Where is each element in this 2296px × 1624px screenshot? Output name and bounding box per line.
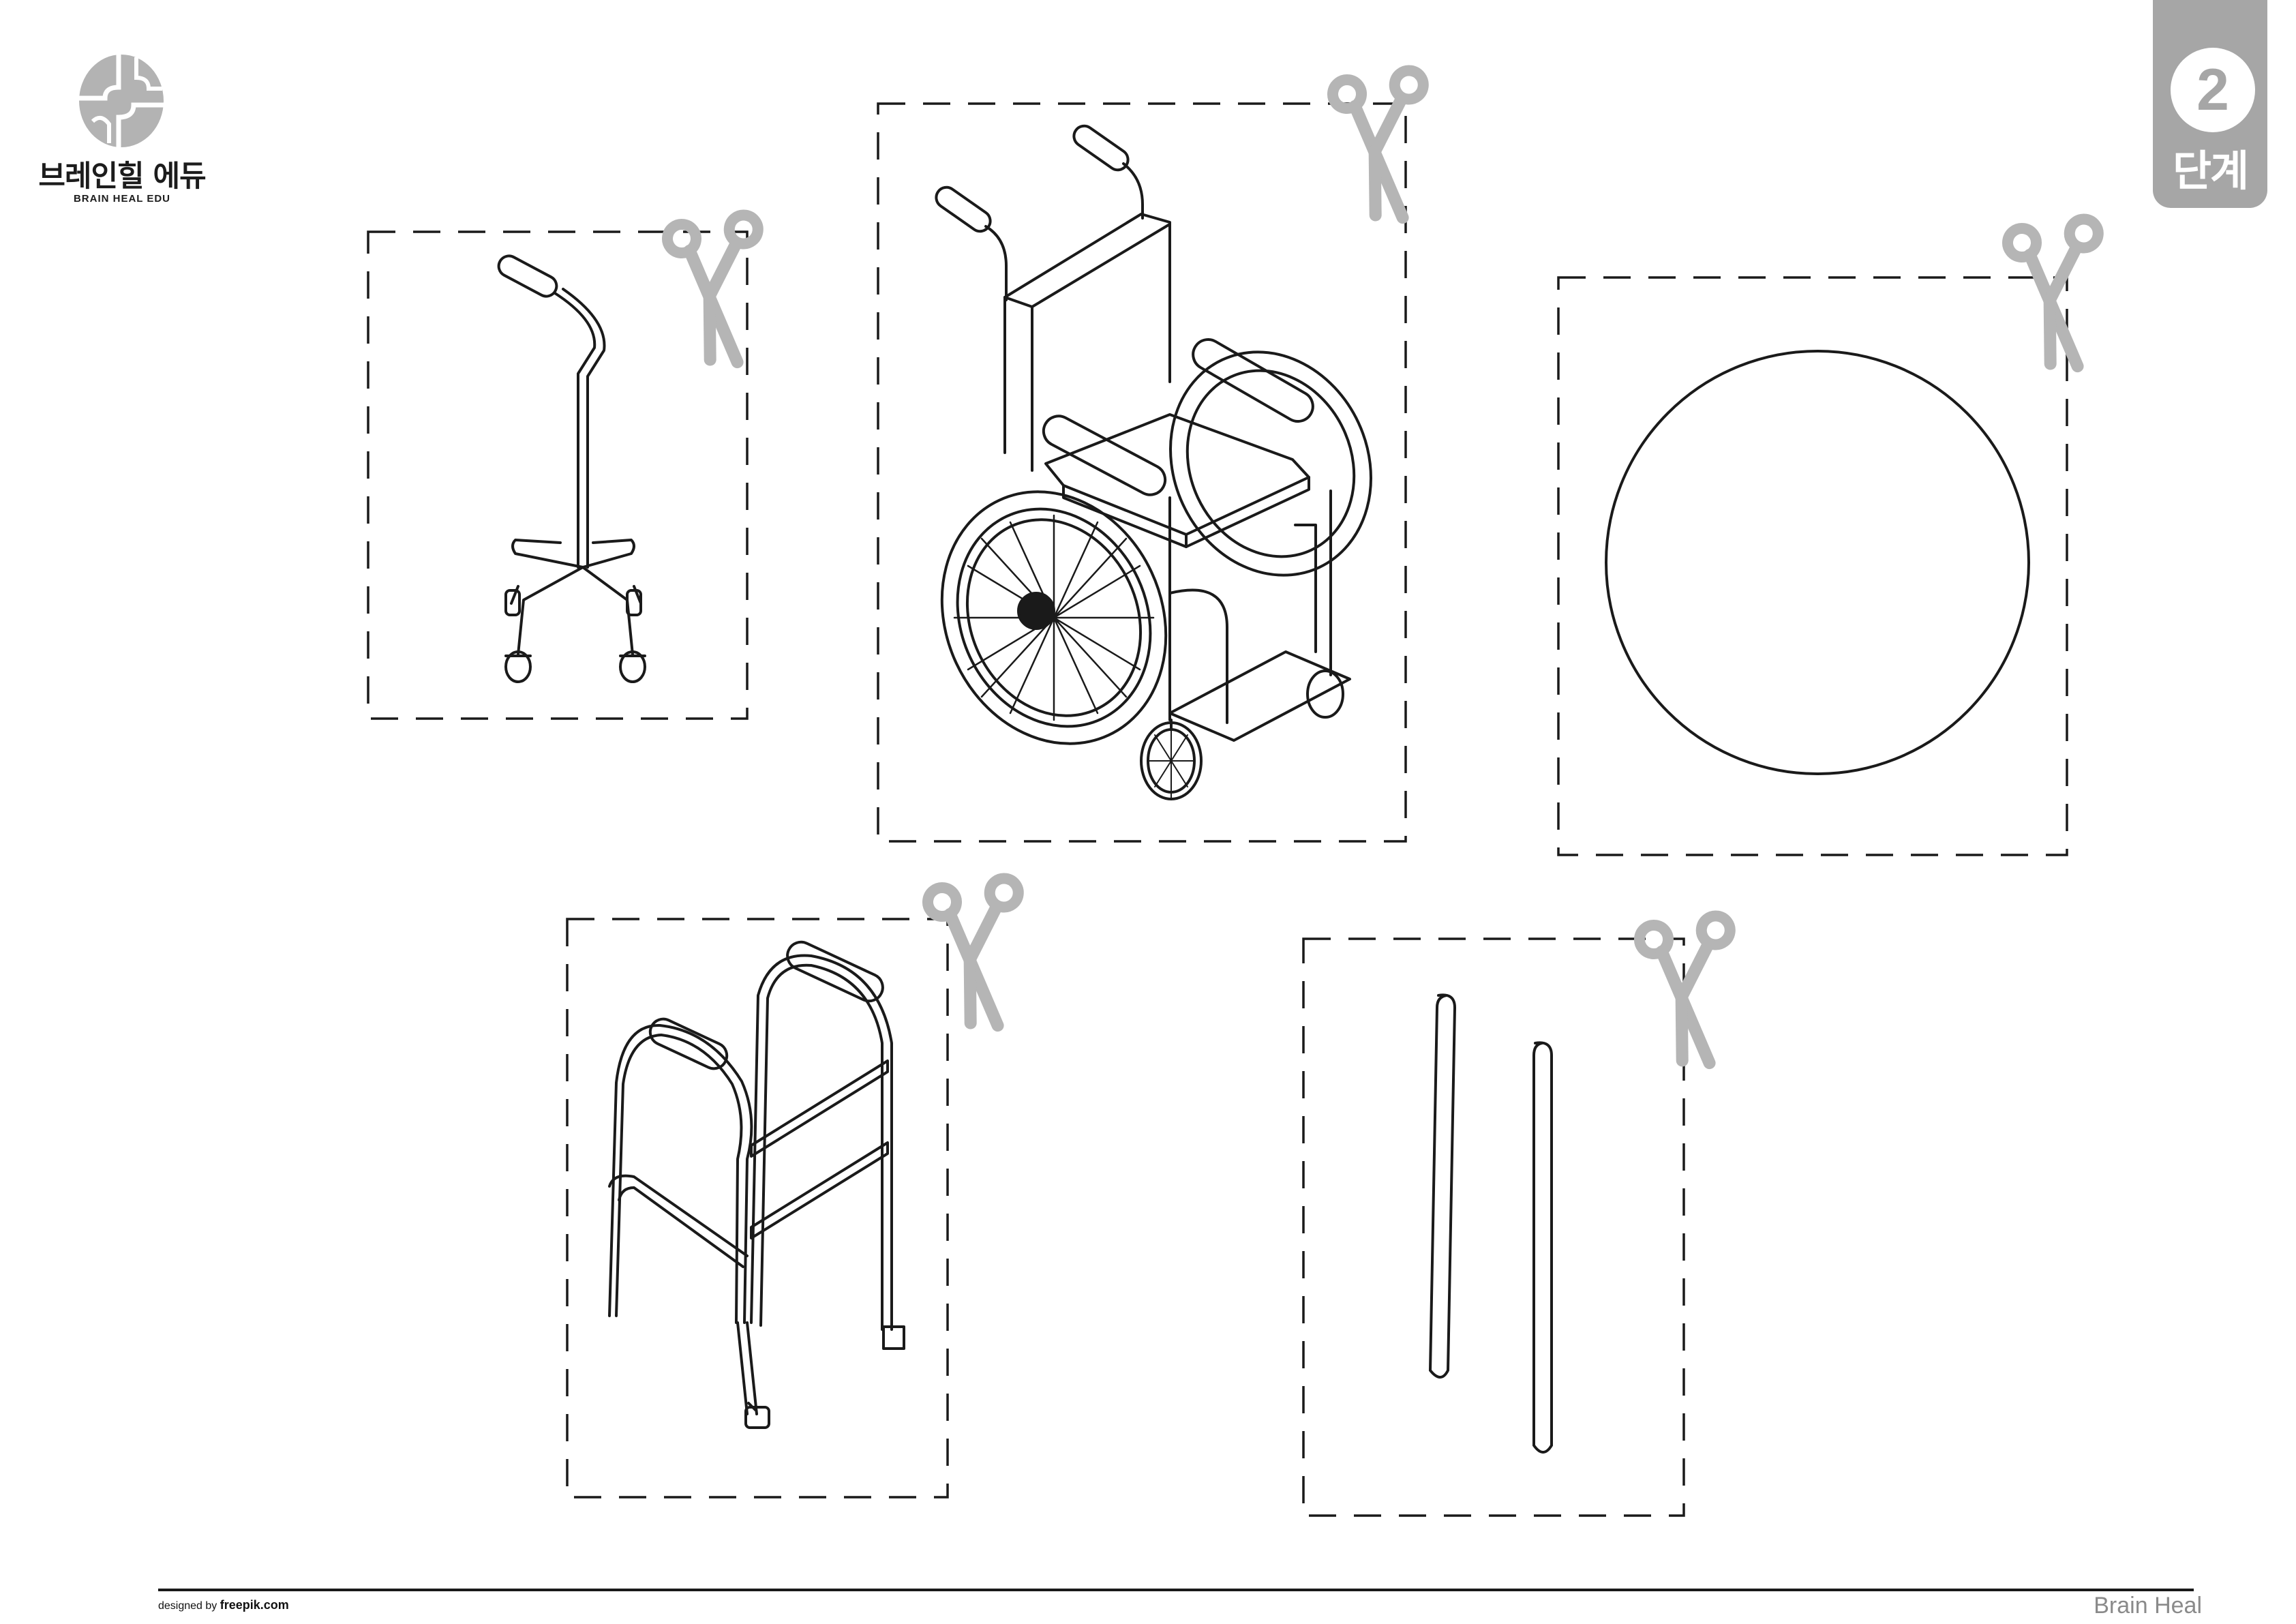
circle-cutout bbox=[1605, 350, 2030, 775]
stage-label: 단계 bbox=[2172, 146, 2249, 196]
brain-logo-icon bbox=[79, 55, 164, 147]
cut-frame-sticks bbox=[1302, 937, 1685, 1517]
scissors-icon bbox=[1317, 61, 1425, 220]
cut-frame-walker bbox=[566, 918, 949, 1499]
quad-cane-illustration bbox=[497, 254, 646, 683]
designer-credit: designed by freepik.com bbox=[158, 1598, 289, 1612]
brand-subtitle: BRAIN HEAL EDU bbox=[73, 193, 171, 205]
scissors-icon bbox=[652, 205, 760, 364]
wheelchair-illustration bbox=[935, 124, 1372, 800]
brand-name: 브레인힐 에듀 bbox=[38, 160, 206, 194]
credit-site: freepik.com bbox=[220, 1598, 289, 1612]
sticks-illustration bbox=[1428, 993, 1553, 1454]
scissors-icon bbox=[1624, 906, 1732, 1065]
cut-frame-wheelchair bbox=[877, 102, 1407, 843]
walker-illustration bbox=[608, 940, 905, 1429]
cut-frame-circle bbox=[1557, 276, 2068, 856]
cut-frame-cane bbox=[367, 230, 749, 720]
scissors-icon bbox=[1992, 209, 2100, 368]
stage-number: 2 bbox=[2171, 48, 2255, 132]
scissors-icon bbox=[912, 869, 1021, 1027]
footer-brand: Brain Heal bbox=[2094, 1593, 2202, 1619]
credit-prefix: designed by bbox=[158, 1600, 217, 1612]
